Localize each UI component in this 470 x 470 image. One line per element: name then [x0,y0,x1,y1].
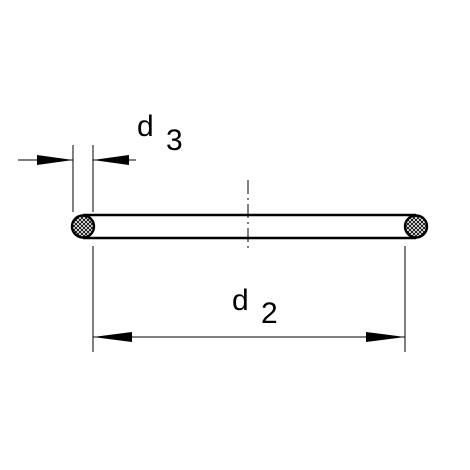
d3-label: d 3 [137,110,183,157]
d3-dimension: d 3 [18,110,183,212]
d2-arrowhead-left [93,332,132,342]
d2-label-index: 2 [261,297,278,330]
o-ring-right-section [403,214,429,239]
o-ring-left-section [70,214,96,239]
d3-label-letter: d [137,110,154,143]
d2-label-letter: d [232,284,249,317]
d2-label: d 2 [232,284,278,330]
d2-arrowhead-right [366,332,405,342]
o-ring [70,213,429,240]
d3-arrowhead-right [93,155,129,165]
d3-arrowhead-left [37,155,73,165]
d3-label-index: 3 [166,124,183,157]
d2-dimension: d 2 [92,246,406,352]
